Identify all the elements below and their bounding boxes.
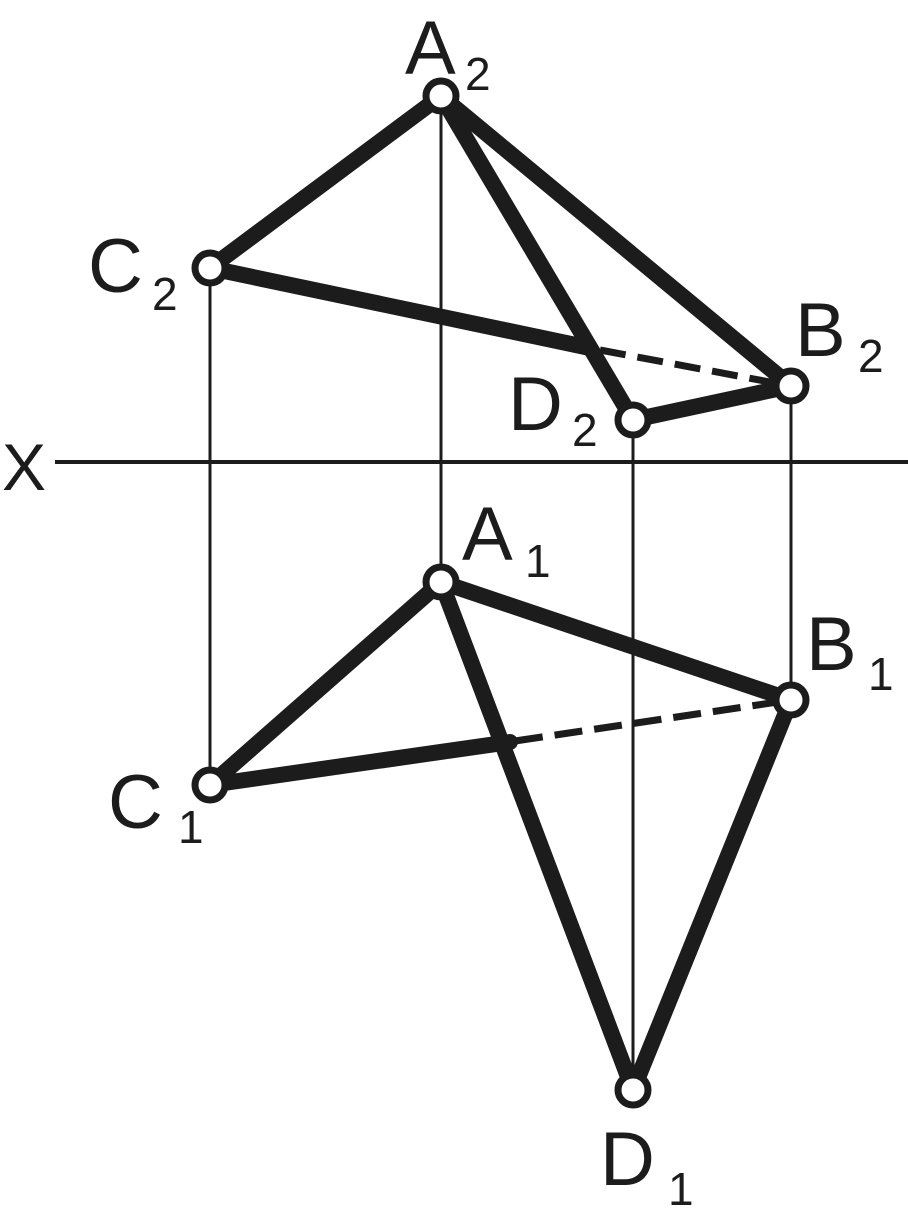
point-labels: A 2 C 2 B 2 D 2 A 1 B 1 C 1 D 1 [88,6,894,1210]
edge-c1-b1-hidden [514,696,792,745]
label-d1-index: 1 [668,1163,694,1210]
point-b2 [772,367,810,405]
label-c2: C [88,224,143,309]
frontal-projection-edges [202,88,799,428]
label-a1-index: 1 [525,535,551,587]
label-d1: D [600,1117,655,1202]
label-b1: B [806,602,857,687]
label-c1: C [108,760,163,845]
edge-b1-d1 [625,692,799,1098]
edge-a1-d1 [433,574,641,1098]
edge-a2-c2 [202,88,449,276]
point-d2 [614,401,652,439]
point-c2 [191,249,229,287]
edge-d2-b2 [625,378,799,428]
edge-a1-c1 [202,574,449,793]
edge-c1-b1-visible [202,734,518,793]
label-a2-index: 2 [465,48,491,100]
vertex-points [191,77,810,1109]
label-b2: B [795,288,846,373]
label-b2-index: 2 [858,330,884,382]
horizontal-projection-edges [202,574,799,1098]
label-b1-index: 1 [868,648,894,700]
edge-c2-b2-hidden [599,346,792,390]
point-c1 [191,766,229,804]
projection-link-lines [208,96,793,1090]
label-c2-index: 2 [152,268,178,320]
point-a1 [422,563,460,601]
edge-a1-b1 [433,574,799,708]
point-b1 [772,681,810,719]
label-d2: D [508,362,563,447]
label-d2-index: 2 [572,404,598,456]
point-a2 [422,77,460,115]
edge-a2-b2 [433,88,799,394]
edge-c2-b2-visible [202,260,598,356]
point-d1 [614,1071,652,1109]
edge-a2-d2 [433,88,641,428]
label-a2: A [405,6,456,91]
axis-label-x: X [2,430,46,504]
label-a1: A [462,492,513,577]
label-c1-index: 1 [178,801,204,853]
